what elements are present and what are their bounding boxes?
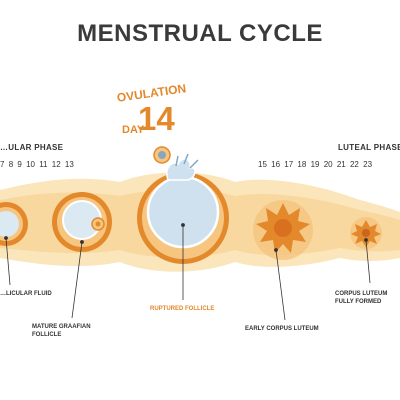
mature-graafian-follicle	[52, 192, 112, 252]
follicular-phase-label: …ULAR PHASE	[0, 143, 64, 152]
early-corpus-luteum	[253, 200, 313, 260]
day-number: 17	[284, 160, 294, 169]
luteal-day-numbers: 15 16 17 18 19 20 21 22 23	[258, 160, 372, 169]
day-number: 11	[39, 160, 48, 169]
corpus-luteum-label: CORPUS LUTEUM FULLY FORMED	[335, 290, 387, 306]
mature-follicle-label-line2: FOLLICLE	[32, 332, 62, 338]
corpus-luteum-label-line1: CORPUS LUTEUM	[335, 291, 388, 297]
pointer-line	[275, 249, 286, 321]
day-number: 22	[349, 160, 359, 169]
early-corpus-luteum-label: EARLY CORPUS LUTEUM	[245, 326, 319, 332]
ovulation-day-prefix: DAY	[122, 124, 145, 136]
pointer-dot	[364, 238, 368, 242]
day-number: 16	[271, 160, 281, 169]
day-number: 20	[323, 160, 333, 169]
pointer-line	[5, 237, 11, 286]
day-number: 18	[297, 160, 307, 169]
day-number: 15	[258, 160, 267, 169]
corpus-luteum-label-line2: FULLY FORMED	[335, 299, 382, 305]
ruptured-follicle	[137, 153, 229, 264]
pointer-line	[365, 239, 371, 284]
small-follicle	[0, 202, 28, 246]
ovulation-day-number: 14	[138, 100, 175, 137]
pointer-dot	[181, 223, 185, 227]
day-number: 7	[0, 160, 5, 169]
pointer-dot	[4, 236, 8, 240]
day-number: 21	[336, 160, 346, 169]
day-number: 13	[64, 160, 74, 169]
pointer-dot	[274, 248, 278, 252]
luteal-phase-label: LUTEAL PHASE	[338, 143, 400, 152]
day-number: 19	[310, 160, 320, 169]
follicular-day-numbers: 7 8 9 10 11 12 13	[0, 160, 74, 169]
mature-follicle-label: MATURE GRAAFIAN FOLLICLE	[32, 323, 91, 339]
pointer-line	[71, 241, 83, 319]
day-number: 10	[26, 160, 35, 169]
diagram-title: MENSTRUAL CYCLE	[77, 20, 323, 47]
day-number: 8	[8, 160, 14, 169]
ruptured-follicle-label: RUPTURED FOLLICLE	[150, 306, 215, 312]
follicular-fluid-label: …LICULAR FLUID	[0, 291, 52, 297]
pointer-dot	[80, 240, 84, 244]
day-number: 9	[17, 160, 22, 169]
day-number: 23	[363, 160, 373, 169]
mature-follicle-label-line1: MATURE GRAAFIAN	[32, 324, 91, 330]
corpus-luteum-fully-formed	[350, 217, 382, 249]
day-number: 12	[51, 160, 61, 169]
released-egg	[153, 146, 171, 164]
